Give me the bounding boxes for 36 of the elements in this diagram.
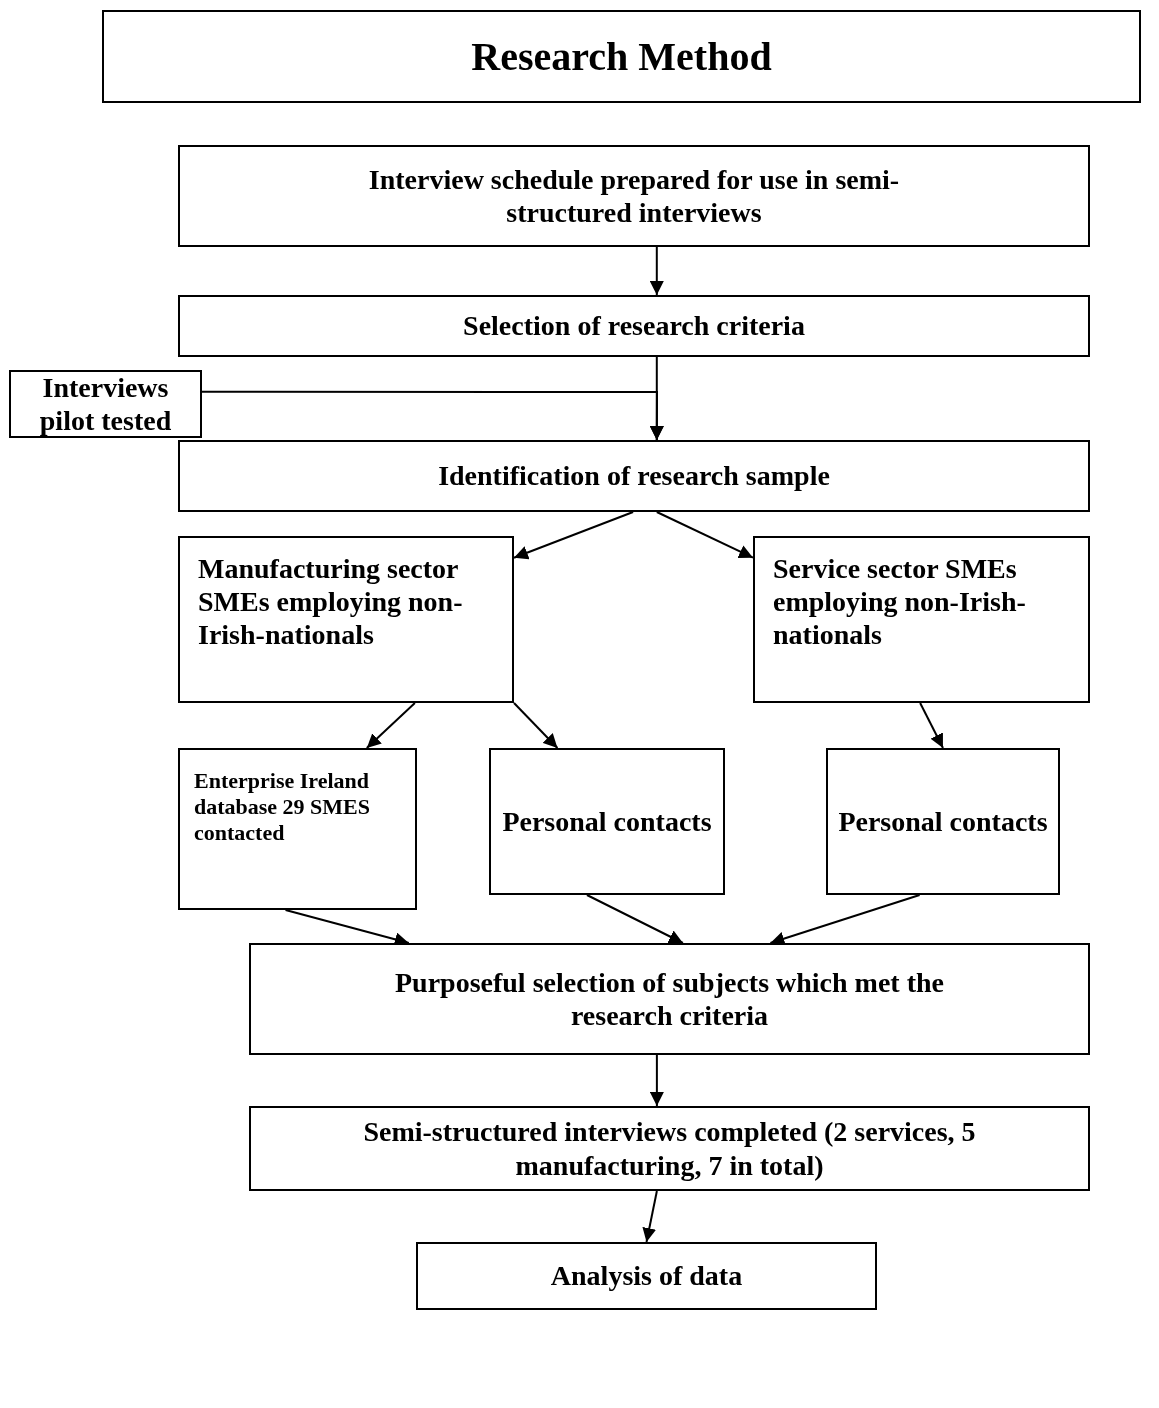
process-box — [178, 145, 1090, 247]
arrow — [649, 1054, 664, 1107]
box-label: Manufacturing sector SMEs employing non-Irish-nationals — [198, 552, 464, 652]
arrow — [769, 894, 921, 946]
process-box — [249, 1106, 1090, 1191]
process-box — [249, 943, 1090, 1055]
arrow — [919, 702, 944, 749]
process-box — [416, 1242, 877, 1310]
box-label: Interview schedule prepared for use in semi-structured interviews — [367, 162, 901, 230]
process-box — [489, 748, 725, 895]
process-box — [178, 295, 1090, 357]
arrow — [649, 246, 664, 296]
box-label: Purposeful selection of subjects which met the research criteria — [393, 965, 946, 1033]
box-label: Analysis of data — [550, 1259, 743, 1293]
arrow — [365, 702, 416, 749]
process-box — [826, 748, 1060, 895]
box-label: Selection of research criteria — [463, 309, 805, 343]
arrow — [513, 511, 635, 560]
process-box — [9, 370, 202, 438]
process-box — [178, 440, 1090, 512]
box-label: Service sector SMEs employing non-Irish-nationals — [773, 552, 1027, 652]
arrow — [585, 894, 684, 944]
arrow — [642, 1190, 658, 1243]
box-label: Enterprise Ireland database 29 SMES contacted — [194, 768, 372, 846]
box-label: Personal contacts — [838, 805, 1048, 838]
process-box — [178, 748, 417, 910]
box-label: Personal contacts — [502, 805, 712, 838]
arrow — [201, 390, 664, 441]
arrow — [655, 511, 754, 559]
arrow — [513, 702, 559, 749]
title: Research Method — [471, 33, 772, 80]
box-label: Identification of research sample — [438, 459, 830, 493]
box-label: Semi-structured interviews completed (2 services, 5 manufacturing, 7 in total) — [362, 1115, 977, 1182]
process-box — [753, 536, 1090, 703]
box-label: Interviews pilot tested — [38, 370, 173, 438]
process-box — [178, 536, 514, 703]
